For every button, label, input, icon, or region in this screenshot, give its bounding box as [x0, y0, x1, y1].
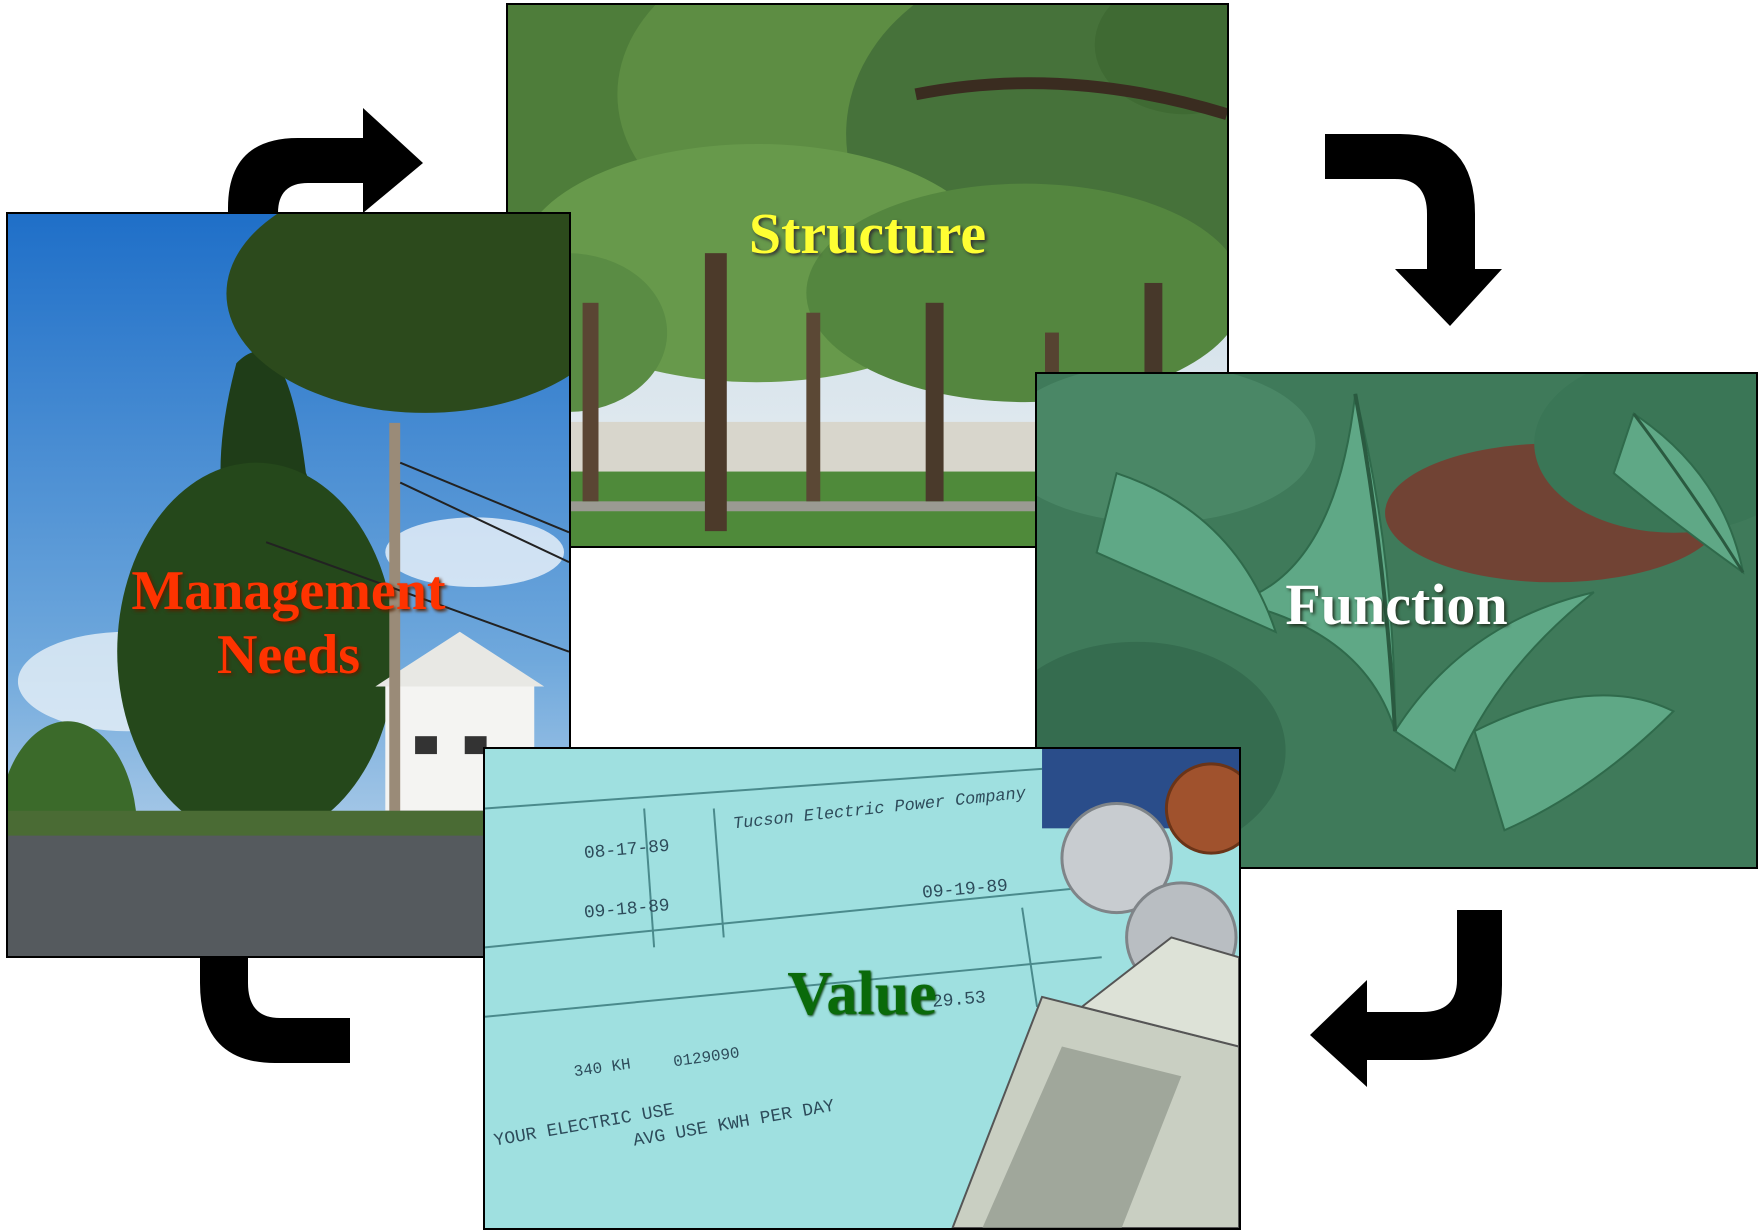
function-label: Function: [1285, 572, 1508, 637]
management-needs-photo-panel: Management Needs: [6, 212, 571, 958]
management-label-line2: Needs: [216, 624, 361, 687]
street-trees-powerline-photo: [8, 214, 569, 956]
bill-amount-text: 29.53: [931, 988, 986, 1013]
value-label: Value: [787, 960, 937, 1028]
electric-bill-and-money-photo: Tucson Electric Power Company 08-17-89 0…: [485, 749, 1239, 1228]
management-needs-label: Management Needs: [8, 559, 569, 688]
cycle-arrow-top-right: [1325, 134, 1502, 326]
structure-label: Structure: [748, 201, 987, 266]
value-photo-panel: Tucson Electric Power Company 08-17-89 0…: [483, 747, 1241, 1230]
cycle-arrow-bottom-right: [1310, 910, 1502, 1087]
structure-photo-panel: Structure: [506, 3, 1229, 548]
trees-in-park-photo: [508, 5, 1227, 546]
management-label-line1: Management: [131, 560, 446, 622]
function-photo-panel: Function: [1035, 372, 1758, 869]
fern-leaf-closeup-photo: [1037, 374, 1756, 867]
